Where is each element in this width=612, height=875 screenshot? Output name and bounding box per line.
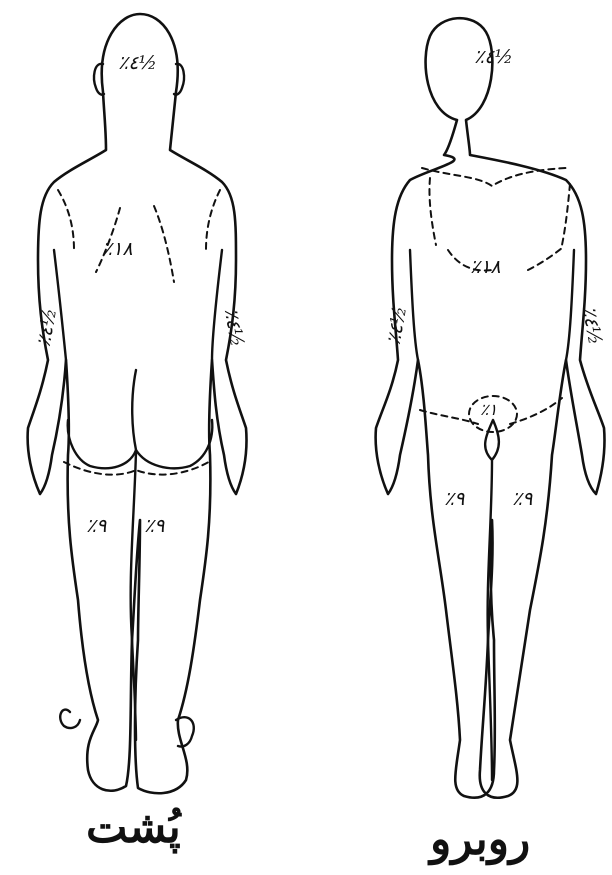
back-head-percent: ٪٤½ (118, 54, 157, 73)
front-right-arm-percent: ٪٤½ (579, 305, 604, 347)
front-right-leg-percent: ٪٩ (512, 490, 532, 509)
front-caption: روبرو (430, 818, 530, 862)
back-right-leg-percent: ٪٩ (144, 517, 164, 536)
front-left-leg-percent: ٪٩ (444, 490, 464, 509)
front-head-percent: ٪٤½ (474, 48, 513, 67)
front-torso-percent: ٪١٨ (470, 258, 501, 277)
back-torso-percent: ٪١٨ (102, 240, 133, 259)
front-genital-percent: ٪١ (480, 402, 497, 418)
back-caption: پُشت (86, 806, 181, 850)
back-right-arm-percent: ٪٤½ (221, 307, 246, 349)
back-left-leg-percent: ٪٩ (86, 517, 106, 536)
